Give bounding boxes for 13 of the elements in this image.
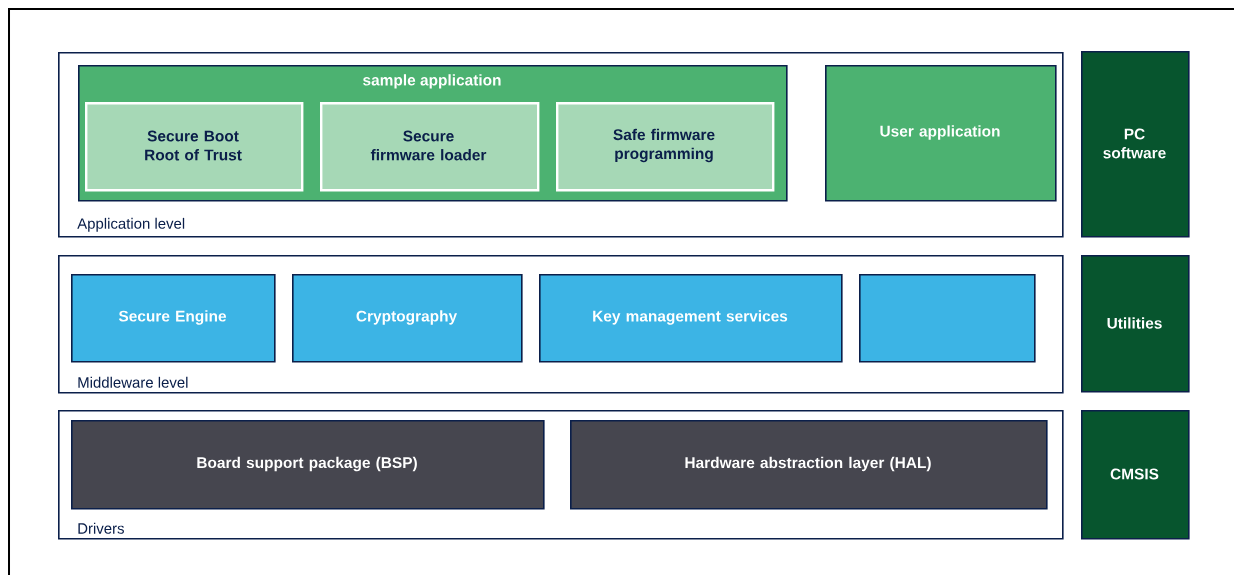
- side-box: PC software: [1081, 51, 1190, 238]
- side-box: CMSIS: [1081, 410, 1190, 540]
- module-box: Key management services: [539, 274, 843, 363]
- module-box: Board support package (BSP): [71, 420, 545, 510]
- side-box: Utilities: [1081, 255, 1190, 393]
- module-box: Secure Boot Root of Trust: [85, 102, 304, 192]
- module-box: Hardware abstraction layer (HAL): [570, 420, 1048, 510]
- module-box: User application: [825, 65, 1057, 202]
- module-box: Safe firmware programming: [556, 102, 775, 192]
- module-box: Secure Engine: [71, 274, 276, 363]
- module-box: Secure firmware loader: [320, 102, 540, 192]
- module-box: Cryptography: [292, 274, 523, 363]
- module-box: [859, 274, 1036, 363]
